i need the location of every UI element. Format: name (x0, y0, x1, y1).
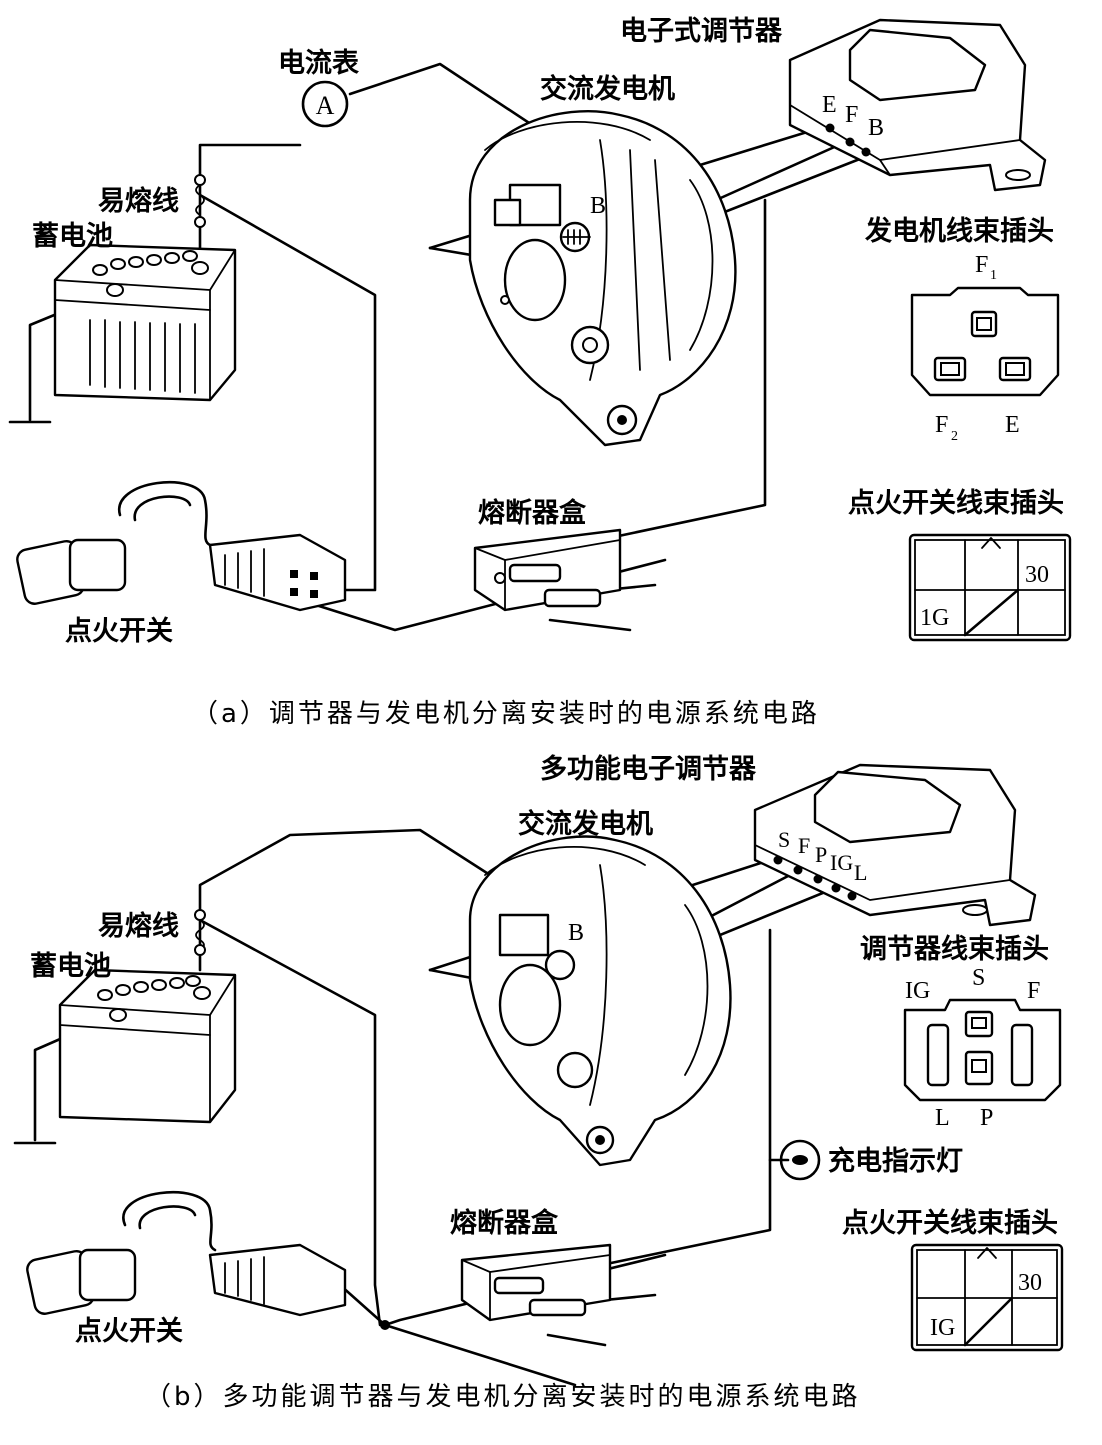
alternator-b (468, 835, 732, 1167)
fuse-box-label: 熔断器盒 (478, 497, 587, 529)
gen-connector-f2: F (935, 412, 948, 438)
ign-connector-30: 30 (1025, 562, 1049, 588)
gen-connector-title: 发电机线束插头 (864, 215, 1054, 247)
fuse-box-b-label: 熔断器盒 (450, 1207, 559, 1239)
ign-connector-b-30: 30 (1018, 1270, 1042, 1296)
reg-b-terminal-l: L (854, 860, 867, 885)
fusible-link-b-label: 易熔线 (98, 910, 179, 942)
reg-b-terminal-s: S (778, 827, 790, 852)
battery-b-label: 蓄电池 (30, 951, 111, 982)
ignition-connector: 点火开关线束插头 30 1G (848, 488, 1072, 642)
ammeter-label: 电流表 (278, 48, 359, 79)
alternator-b-terminal-b: B (568, 920, 584, 946)
fuse-box-b (460, 1243, 612, 1322)
battery-label: 蓄电池 (32, 221, 113, 252)
ign-connector-title: 点火开关线束插头 (848, 488, 1064, 519)
caption-a: （a）调节器与发电机分离安装时的电源系统电路 (192, 699, 820, 729)
gen-connector-f2-sub: 2 (951, 429, 958, 444)
charge-lamp (768, 1139, 821, 1181)
reg-b-terminal-ig: IG (830, 850, 853, 875)
junction-dot (380, 1320, 390, 1330)
battery (53, 243, 237, 402)
reg-conn-f: F (1027, 978, 1040, 1004)
reg-conn-ig: IG (905, 978, 930, 1004)
alternator-terminal-b: B (590, 193, 606, 219)
ignition-switch-b-label: 点火开关 (75, 1316, 183, 1347)
reg-terminal-f: F (845, 102, 858, 128)
battery-b (58, 968, 237, 1124)
fusible-link-label: 易熔线 (98, 185, 179, 217)
panel-b: 易熔线 蓄电池 交流发电机 B (13, 753, 1064, 1412)
gen-connector-e: E (1005, 412, 1020, 438)
ignition-switch (16, 480, 347, 612)
multifunction-regulator (753, 763, 1037, 927)
regulator-b-label: 多功能电子调节器 (540, 753, 757, 785)
ignition-switch-b (26, 1190, 347, 1317)
reg-conn-l: L (935, 1105, 950, 1131)
gen-connector-f1-sub: 1 (990, 268, 997, 283)
fuse-box (473, 528, 622, 612)
regulator-label: 电子式调节器 (620, 16, 783, 47)
reg-terminal-b: B (868, 115, 884, 141)
fusible-link-b (194, 909, 206, 956)
alternator-b-label: 交流发电机 (518, 808, 653, 840)
reg-conn-s: S (972, 965, 985, 991)
reg-b-terminal-p: P (815, 842, 827, 867)
panel-a: A 电流表 易熔线 (8, 16, 1072, 729)
electronic-regulator (788, 18, 1047, 192)
caption-b: （b）多功能调节器与发电机分离安装时的电源系统电路 (145, 1382, 861, 1412)
charge-lamp-label: 充电指示灯 (828, 1145, 963, 1177)
gen-connector-f1: F (975, 252, 988, 278)
ign-connector-1g: 1G (920, 605, 949, 631)
ammeter: A (301, 80, 349, 128)
fusible-link (194, 174, 206, 228)
reg-connector-title: 调节器线束插头 (860, 934, 1049, 965)
alternator-label: 交流发电机 (540, 73, 675, 105)
ammeter-symbol: A (316, 91, 335, 120)
generator-connector: 发电机线束插头 F 1 F 2 E (864, 215, 1060, 444)
reg-b-terminal-f: F (798, 833, 810, 858)
reg-terminal-e: E (822, 92, 837, 118)
ignition-switch-label: 点火开关 (65, 616, 173, 647)
regulator-connector: 调节器线束插头 IG S F L P (860, 934, 1062, 1131)
ignition-connector-b: 点火开关线束插头 30 IG (842, 1208, 1064, 1352)
reg-conn-p: P (980, 1105, 993, 1131)
ign-connector-b-ig: IG (930, 1315, 955, 1341)
ign-connector-b-title: 点火开关线束插头 (842, 1208, 1058, 1239)
alternator (468, 110, 737, 447)
